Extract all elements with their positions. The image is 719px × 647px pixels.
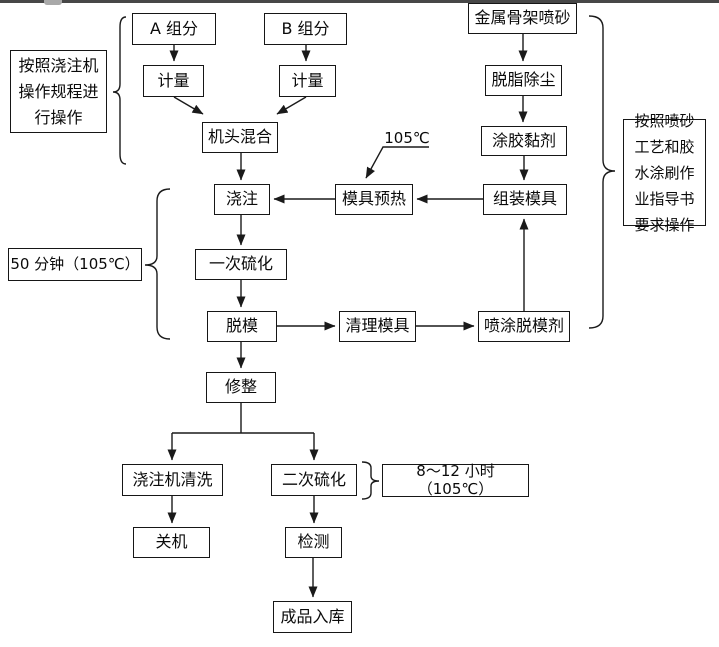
note-cure1-time: 50 分钟（105℃）	[8, 248, 142, 281]
node-machine-clean: 浇注机清洗	[122, 464, 223, 496]
node-secondary-cure: 二次硫化	[271, 464, 357, 496]
brace-right-cure2	[361, 461, 380, 500]
note-blasting-procedure: 按照喷砂工艺和胶水涂刷作业指导书要求操作	[623, 112, 706, 234]
node-metering-a: 计量	[143, 65, 204, 97]
window-top-edge	[0, 0, 719, 3]
note-pouring-procedure: 按照浇注机操作规程进行操作	[10, 50, 107, 133]
node-warehouse: 成品入库	[273, 601, 352, 633]
node-metering-b: 计量	[279, 65, 336, 97]
node-trim: 修整	[206, 372, 276, 403]
brace-left-pouring-prep	[112, 16, 127, 165]
node-degrease-dedust: 脱脂除尘	[485, 65, 562, 96]
node-inspect: 检测	[285, 527, 342, 558]
node-spray-release: 喷涂脱模剂	[478, 311, 570, 342]
brace-right-blasting	[588, 15, 616, 329]
node-b-component: B 组分	[264, 13, 347, 45]
node-mold-preheat: 模具预热	[335, 184, 413, 215]
node-pouring: 浇注	[214, 184, 270, 215]
node-demold: 脱模	[207, 311, 277, 342]
node-primary-cure: 一次硫化	[195, 249, 287, 280]
node-apply-adhesive: 涂胶黏剂	[481, 126, 567, 156]
node-shutdown: 关机	[133, 527, 210, 558]
node-clean-mold: 清理模具	[339, 311, 416, 342]
junction-trim-split	[172, 403, 314, 434]
node-assemble-mold: 组装模具	[483, 184, 567, 215]
node-skeleton-blast: 金属骨架喷砂	[468, 3, 577, 34]
arrow-metering-a-to-headmix	[173, 96, 204, 115]
callout-leader-preheat-temp	[365, 146, 429, 179]
node-a-component: A 组分	[132, 13, 216, 45]
brace-left-cure1	[144, 188, 171, 340]
node-head-mix: 机头混合	[202, 122, 278, 153]
note-cure2-time: 8～12 小时（105℃）	[382, 463, 529, 497]
arrow-metering-b-to-headmix	[276, 96, 307, 115]
label-preheat-temperature: 105℃	[384, 129, 430, 147]
window-top-notch	[44, 0, 62, 5]
